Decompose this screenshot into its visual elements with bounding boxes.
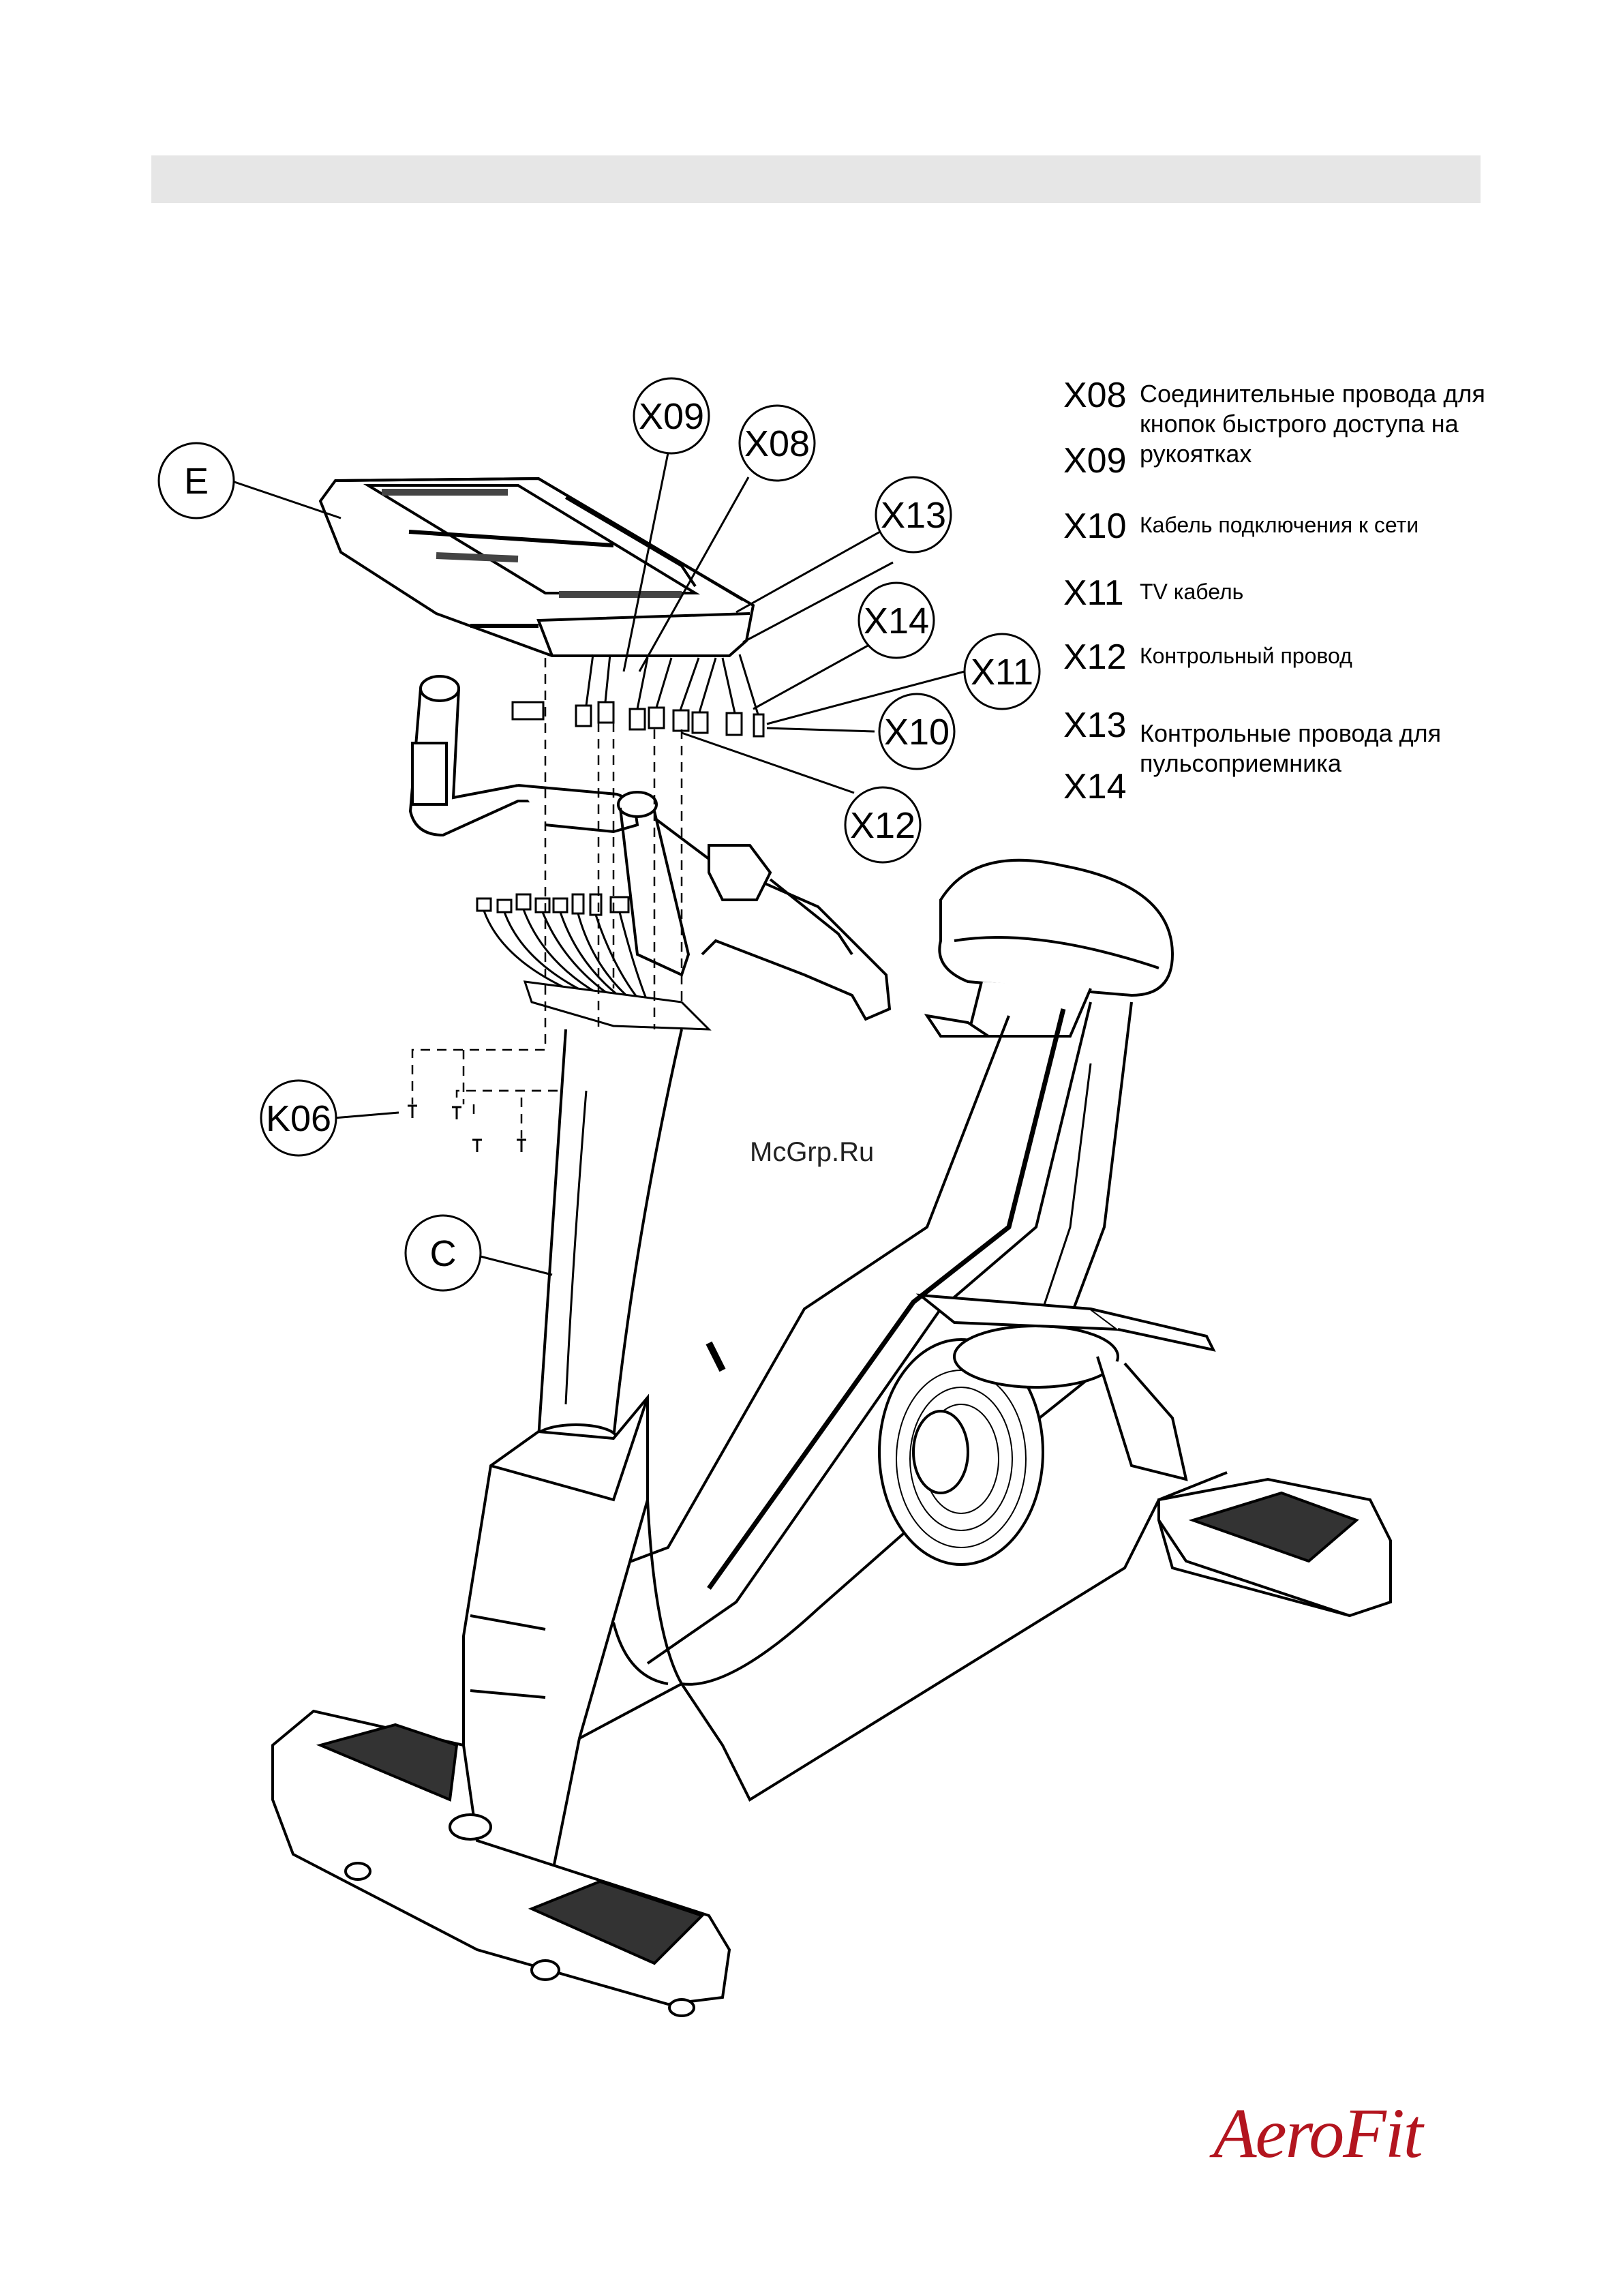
legend-desc: TV кабель [1140, 574, 1243, 607]
console-assembly [320, 479, 753, 656]
legend-code: X14 [1063, 768, 1140, 806]
callout-x08: X08 [744, 423, 810, 464]
rear-foot [1159, 1479, 1391, 1616]
legend-code: X09 [1063, 442, 1140, 480]
mid-connectors [477, 894, 709, 1029]
console-connectors [513, 654, 763, 736]
callout-e: E [184, 461, 209, 502]
legend-code: X12 [1063, 638, 1140, 676]
legend-desc: Кабель подключения к сети [1140, 507, 1419, 540]
callout-x14: X14 [864, 601, 929, 641]
main-frame [464, 1377, 1227, 1922]
column [535, 1029, 682, 1452]
watermark-text: McGrp.Ru [750, 1137, 874, 1168]
callout-k06: K06 [266, 1098, 331, 1139]
screws [408, 1106, 526, 1152]
legend-code: X10 [1063, 507, 1140, 545]
legend-code: X08 [1063, 376, 1140, 414]
legend-desc: Контрольный провод [1140, 638, 1352, 671]
legend-row-x14: X14 [1063, 768, 1140, 806]
legend-row-x09: X09 [1063, 442, 1140, 480]
callout-x13: X13 [881, 495, 946, 536]
legend-row-x12: X12 Контрольный провод [1063, 638, 1352, 676]
brand-logo: AeroFit [1213, 2093, 1486, 2181]
legend-code: X11 [1063, 574, 1140, 612]
legend-desc: Соединительные провода для кнопок быстро… [1140, 376, 1521, 469]
callout-x11: X11 [971, 652, 1033, 693]
legend-row-x11: X11 TV кабель [1063, 574, 1243, 612]
legend-code: X13 [1063, 706, 1140, 744]
callout-c: C [430, 1233, 457, 1274]
legend-desc: Контрольные провода для пульсоприемника [1140, 706, 1494, 779]
legend-row-x10: X10 Кабель подключения к сети [1063, 507, 1419, 545]
callout-x10: X10 [884, 712, 950, 753]
brand-logo-text: AeroFit [1213, 2094, 1422, 2173]
callout-x12: X12 [850, 805, 915, 846]
callout-x09: X09 [639, 396, 704, 437]
